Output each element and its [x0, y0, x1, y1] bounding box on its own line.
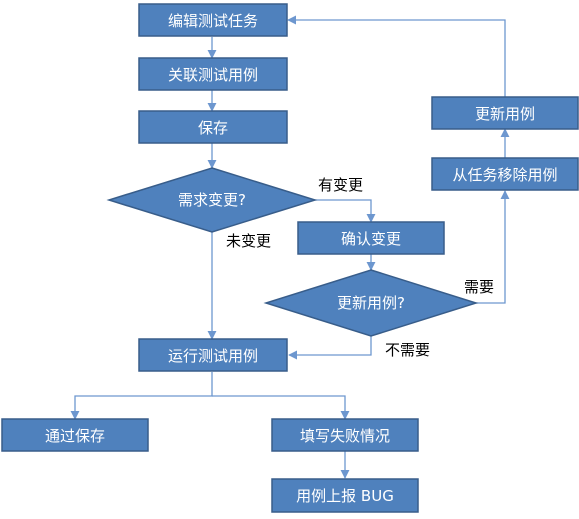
edge-run-to-fill: [212, 395, 350, 420]
node-update-cases-q-label: 更新用例?: [337, 294, 405, 312]
node-pass-save: 通过保存: [1, 418, 149, 452]
edge-label-unchanged: 未变更: [226, 232, 271, 250]
node-report-bug-label: 用例上报 BUG: [296, 487, 394, 505]
node-run-cases-label: 运行测试用例: [168, 347, 258, 365]
node-fill-failure-label: 填写失败情况: [300, 427, 390, 445]
node-confirm-change: 确认变更: [297, 221, 445, 255]
node-req-changed-label: 需求变更?: [178, 191, 246, 209]
node-fill-failure: 填写失败情况: [271, 418, 419, 452]
node-link-cases-label: 关联测试用例: [168, 66, 258, 84]
node-remove-cases-label: 从任务移除用例: [452, 166, 557, 184]
edge-not-need: [288, 335, 372, 360]
node-report-bug: 用例上报 BUG: [271, 478, 419, 513]
edges: [70, 15, 510, 479]
node-confirm-change-label: 确认变更: [341, 230, 401, 248]
node-update-cases-label: 更新用例: [475, 105, 535, 123]
node-save: 保存: [138, 110, 288, 144]
edge-label-need: 需要: [464, 278, 494, 296]
edge-run-to-pass: [70, 372, 213, 420]
node-run-cases: 运行测试用例: [138, 338, 288, 372]
node-update-cases: 更新用例: [431, 96, 579, 130]
edge-update-to-edit: [287, 15, 506, 97]
edge-need: [476, 190, 510, 304]
node-link-cases: 关联测试用例: [138, 57, 288, 91]
node-save-label: 保存: [198, 119, 228, 137]
edge-changed: [315, 199, 376, 223]
node-edit-task-label: 编辑测试任务: [168, 12, 258, 30]
node-pass-save-label: 通过保存: [45, 427, 105, 445]
node-remove-cases: 从任务移除用例: [431, 157, 579, 191]
node-req-changed-decision: 需求变更?: [106, 167, 318, 233]
node-edit-task: 编辑测试任务: [138, 3, 288, 37]
node-update-cases-decision: 更新用例?: [263, 269, 479, 337]
edge-label-not-need: 不需要: [385, 341, 430, 359]
edge-label-changed: 有变更: [318, 176, 363, 194]
